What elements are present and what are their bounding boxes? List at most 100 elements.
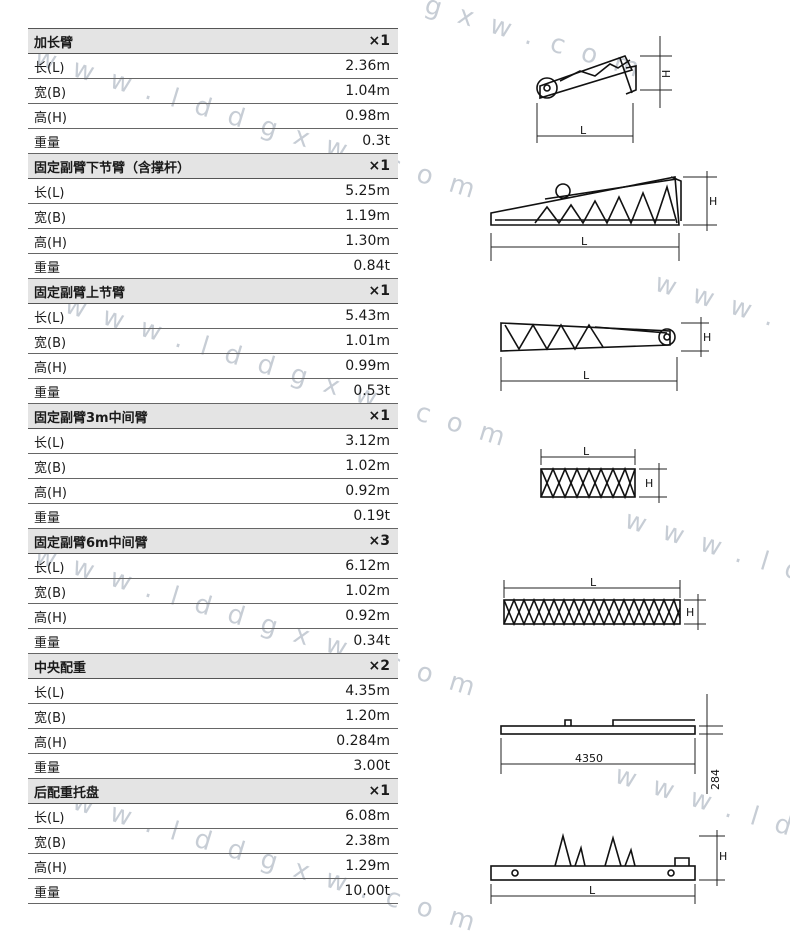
section-title: 固定副臂3m中间臂 [34, 410, 148, 426]
spec-value: 1.01m [345, 333, 390, 349]
spec-value: 4.35m [345, 683, 390, 699]
spec-label: 宽(B) [34, 710, 67, 726]
spec-value: 0.53t [353, 383, 390, 399]
spec-value: 0.284m [336, 733, 390, 749]
spec-value: 2.36m [345, 58, 390, 74]
spec-row: 高(H) 1.30m [28, 229, 398, 254]
section-header: 固定副臂6m中间臂×3 [28, 529, 398, 554]
dim-label-H: H [645, 477, 653, 490]
spec-row: 高(H)0.99m [28, 354, 398, 379]
section-header: 加长臂 ×1 [28, 29, 398, 54]
spec-value: 0.92m [345, 483, 390, 499]
spec-label: 宽(B) [34, 460, 67, 476]
section-header: 中央配重×2 [28, 654, 398, 679]
spec-row: 重量 10.00t [28, 879, 398, 904]
spec-label: 长(L) [34, 185, 65, 201]
spec-row: 重量 0.84t [28, 254, 398, 279]
section-quantity: ×1 [368, 158, 390, 174]
spec-value: 1.30m [345, 233, 390, 249]
diagram-lower-section: L H [490, 171, 717, 261]
dim-label-H: H [719, 850, 727, 863]
spec-label: 长(L) [34, 685, 65, 701]
spec-label: 重量 [34, 510, 61, 526]
spec-label: 宽(B) [34, 835, 67, 851]
spec-label: 宽(B) [34, 210, 67, 226]
spec-label: 高(H) [34, 235, 67, 251]
spec-row: 宽(B)1.20m [28, 704, 398, 729]
spec-value: 6.12m [345, 558, 390, 574]
spec-row: 宽(B)1.01m [28, 329, 398, 354]
section-header: 后配重托盘 ×1 [28, 779, 398, 804]
section-quantity: ×2 [368, 658, 390, 674]
spec-value: 0.19t [353, 508, 390, 524]
spec-row: 长(L) 4.35m [28, 679, 398, 704]
spec-row: 宽(B) 1.02m [28, 454, 398, 479]
spec-row: 宽(B)1.19m [28, 204, 398, 229]
spec-row: 宽(B)2.38m [28, 829, 398, 854]
spec-value: 5.43m [345, 308, 390, 324]
spec-value: 0.92m [345, 608, 390, 624]
section-title: 加长臂 [34, 35, 74, 51]
section-header: 固定副臂下节臂（含撑杆） ×1 [28, 154, 398, 179]
spec-row: 高(H) 0.92m [28, 479, 398, 504]
spec-label: 高(H) [34, 485, 67, 501]
spec-label: 重量 [34, 885, 61, 901]
dim-label-H: H [709, 195, 717, 208]
dim-label-H: H [660, 70, 673, 78]
spec-value: 0.99m [345, 358, 390, 374]
dim-label-L: L [583, 445, 590, 458]
spec-table: 加长臂 ×1 长(L) 2.36m 宽(B) 1.04m 高(H)0.98m 重量 0.3t 固定… [28, 28, 398, 904]
spec-label: 高(H) [34, 735, 67, 751]
spec-value: 1.02m [345, 583, 390, 599]
spec-row: 长(L) 6.12m [28, 554, 398, 579]
section-title: 固定副臂下节臂（含撑杆） [34, 160, 191, 176]
dim-label-L: L [589, 884, 596, 897]
dim-label-H: H [686, 606, 694, 619]
spec-label: 重量 [34, 760, 61, 776]
section-header: 固定副臂3m中间臂 ×1 [28, 404, 398, 429]
dim-label-L: L [581, 235, 588, 248]
section-header: 固定副臂上节臂×1 [28, 279, 398, 304]
diagram-upper-section: L H [500, 317, 711, 391]
spec-label: 长(L) [34, 60, 65, 76]
spec-label: 高(H) [34, 110, 67, 126]
spec-value: 1.29m [345, 858, 390, 874]
dim-label-H: H [703, 331, 711, 344]
spec-label: 宽(B) [34, 585, 67, 601]
section-quantity: ×1 [368, 783, 390, 799]
spec-label: 长(L) [34, 560, 65, 576]
spec-value: 0.84t [353, 258, 390, 274]
spec-row: 高(H)1.29m [28, 854, 398, 879]
section-title: 固定副臂6m中间臂 [34, 535, 148, 551]
spec-value: 0.3t [362, 133, 390, 149]
spec-label: 重量 [34, 260, 61, 276]
diagram-extension-arm: L H [536, 36, 673, 143]
spec-value: 10.00t [344, 883, 390, 899]
dim-label-284: 284 [709, 769, 722, 790]
spec-label: 重量 [34, 635, 61, 651]
spec-label: 重量 [34, 385, 61, 401]
spec-row: 高(H)0.92m [28, 604, 398, 629]
spec-row: 宽(B) 1.02m [28, 579, 398, 604]
spec-row: 高(H)0.98m [28, 104, 398, 129]
spec-row: 长(L)5.43m [28, 304, 398, 329]
spec-row: 长(L)6.08m [28, 804, 398, 829]
spec-value: 1.02m [345, 458, 390, 474]
spec-row: 高(H) 0.284m [28, 729, 398, 754]
spec-value: 1.04m [345, 83, 390, 99]
dim-label-4350: 4350 [575, 752, 603, 765]
spec-row: 重量 0.19t [28, 504, 398, 529]
diagram-3m-intermediate: L H [540, 445, 667, 503]
section-title: 后配重托盘 [34, 785, 100, 801]
spec-label: 长(L) [34, 810, 65, 826]
diagram-rear-counterweight-tray: L H [490, 830, 727, 904]
spec-label: 长(L) [34, 435, 65, 451]
spec-row: 长(L) 3.12m [28, 429, 398, 454]
section-quantity: ×1 [368, 33, 390, 49]
spec-value: 5.25m [345, 183, 390, 199]
spec-label: 重量 [34, 135, 61, 151]
section-quantity: ×1 [368, 408, 390, 424]
spec-value: 3.12m [345, 433, 390, 449]
